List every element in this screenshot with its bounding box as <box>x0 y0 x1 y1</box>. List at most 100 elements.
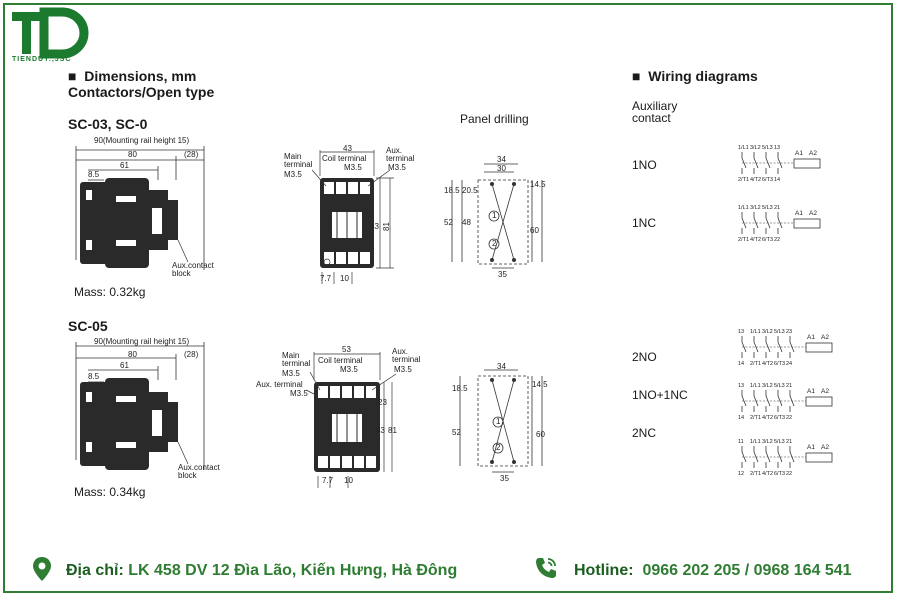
wiring-terminal-bottom: 2/T1 <box>738 177 749 183</box>
wiring-label-2nc: 2NC <box>632 426 657 440</box>
wiring-terminal-bottom: 4/T2 <box>762 361 773 367</box>
wiring-terminal-top: 3/L2 <box>762 329 773 335</box>
sc05-aux-contact-block: Aux.contact block <box>178 463 220 480</box>
address-value: LK 458 DV 12 Đìa Lão, Kiến Hưng, Hà Đông <box>128 562 458 579</box>
wiring-terminal-bottom: 2/T1 <box>750 361 761 367</box>
sc05-dim-28: (28) <box>184 350 199 359</box>
wiring-terminal-bottom: 22 <box>786 415 792 421</box>
sc05-drill-hole-2: 2 <box>496 443 501 452</box>
wiring-terminal-bottom: 6/T3 <box>774 415 785 421</box>
wiring-terminal-bottom: 14 <box>738 361 744 367</box>
wiring-terminal-top: 23 <box>786 329 792 335</box>
wiring-terminal-top: 13 <box>738 329 744 335</box>
sc03-dim-10: 10 <box>340 274 349 283</box>
dimensions-subheading: Contactors/Open type <box>68 84 215 100</box>
wiring-terminal-bottom: 22 <box>774 237 780 243</box>
wiring-terminal-top: 3/L2 <box>762 439 773 445</box>
sc05-dim-h81: 81 <box>388 426 397 435</box>
sc03-drill-52: 52 <box>444 218 453 227</box>
model-sc05-mass: Mass: 0.34kg <box>74 485 146 499</box>
wiring-label-1no1nc: 1NO+1NC <box>632 388 688 402</box>
sc03-drill-hole-2: 2 <box>492 239 497 248</box>
wiring-label-1no: 1NO <box>632 158 657 172</box>
wiring-terminal-top: 11 <box>738 439 744 445</box>
sc05-dim-61: 61 <box>120 361 129 370</box>
sc03-main-terminal: Main terminal <box>284 152 313 169</box>
sc03-dim-h43: 43 <box>370 222 379 231</box>
sc05-dim-80: 80 <box>128 350 137 359</box>
footer-hotline: Hotline: 0966 202 205 / 0968 164 541 <box>574 562 852 580</box>
wiring-terminal-top: 13 <box>774 145 780 151</box>
wiring-terminal-top: 3/L2 <box>750 145 761 151</box>
sc05-drill-14-5: 14.5 <box>532 380 548 389</box>
coil-terminal-a1: A1 <box>795 210 803 217</box>
wiring-heading: ■ Wiring diagrams <box>632 68 758 84</box>
coil-terminal-a2: A2 <box>821 388 829 395</box>
sc05-dim-7-7: 7.7 <box>322 476 334 485</box>
wiring-terminal-bottom: 14 <box>738 415 744 421</box>
page-frame <box>3 3 893 593</box>
wiring-terminal-bottom: 24 <box>786 361 792 367</box>
wiring-terminal-top: 5/L3 <box>774 329 785 335</box>
sc05-dim-h43: 43 <box>376 426 385 435</box>
sc03-drill-30: 30 <box>497 164 506 173</box>
coil-terminal-a2: A2 <box>809 210 817 217</box>
wiring-label-2no: 2NO <box>632 350 657 364</box>
wiring-terminal-bottom: 6/T3 <box>774 471 785 477</box>
wiring-terminal-bottom: 12 <box>738 471 744 477</box>
wiring-terminal-top: 1/L1 <box>738 145 749 151</box>
wiring-terminal-top: 3/L2 <box>762 383 773 389</box>
wiring-terminal-top: 5/L3 <box>762 145 773 151</box>
coil-terminal-a2: A2 <box>809 150 817 157</box>
wiring-terminal-top: 21 <box>786 439 792 445</box>
coil-terminal-a1: A1 <box>807 388 815 395</box>
map-pin-icon <box>33 557 51 581</box>
coil-terminal-a2: A2 <box>821 334 829 341</box>
sc03-drill-34: 34 <box>497 155 506 164</box>
address-label: Địa chỉ: <box>66 562 124 579</box>
sc03-drill-20-5: 20.5 <box>462 186 478 195</box>
wiring-terminal-top: 21 <box>774 205 780 211</box>
sc03-drill-48: 48 <box>462 218 471 227</box>
logo-mark <box>12 7 89 59</box>
sc03-drill-14-5: 14.5 <box>530 180 546 189</box>
wiring-label-1nc: 1NC <box>632 216 657 230</box>
model-sc03-mass: Mass: 0.32kg <box>74 285 146 299</box>
sc03-coil-m35: M3.5 <box>344 163 362 172</box>
company-logo: TD TIENDUY.,JSC <box>10 7 89 66</box>
wiring-terminal-bottom: 22 <box>786 471 792 477</box>
sc05-drill-35: 35 <box>500 474 509 483</box>
wiring-terminal-top: 1/L1 <box>750 383 761 389</box>
footer-address: Địa chỉ: LK 458 DV 12 Đìa Lão, Kiến Hưng… <box>66 562 457 580</box>
sc05-aux-terminal-left: Aux. terminal <box>256 380 303 389</box>
sc03-aux-contact-block: Aux.contact block <box>172 261 214 278</box>
sc03-front-width: 43 <box>343 144 352 153</box>
sc05-aux-right-m35: M3.5 <box>394 365 412 374</box>
sc05-main-m35: M3.5 <box>282 369 300 378</box>
sc05-drill-52: 52 <box>452 428 461 437</box>
wiring-terminal-bottom: 4/T2 <box>750 177 761 183</box>
wiring-terminal-top: 1/L1 <box>750 439 761 445</box>
phone-icon <box>536 558 556 578</box>
sc03-coil-terminal: Coil terminal <box>322 154 367 163</box>
sc05-coil-terminal: Coil terminal <box>318 356 363 365</box>
sc03-dim-61: 61 <box>120 161 129 170</box>
sc03-dim-7-7: 7.7 <box>320 274 332 283</box>
sc05-dim-h23: 23 <box>378 398 387 407</box>
sc05-coil-m35: M3.5 <box>340 365 358 374</box>
sc03-main-m35: M3.5 <box>284 170 302 179</box>
wiring-terminal-top: 5/L3 <box>762 205 773 211</box>
wiring-terminal-top: 5/L3 <box>774 439 785 445</box>
panel-drilling-label: Panel drilling <box>460 112 529 126</box>
coil-terminal-a1: A1 <box>795 150 803 157</box>
sc05-dim-10: 10 <box>344 476 353 485</box>
wiring-terminal-bottom: 2/T1 <box>750 471 761 477</box>
auxiliary-contact-label: Auxiliary contact <box>632 99 678 125</box>
